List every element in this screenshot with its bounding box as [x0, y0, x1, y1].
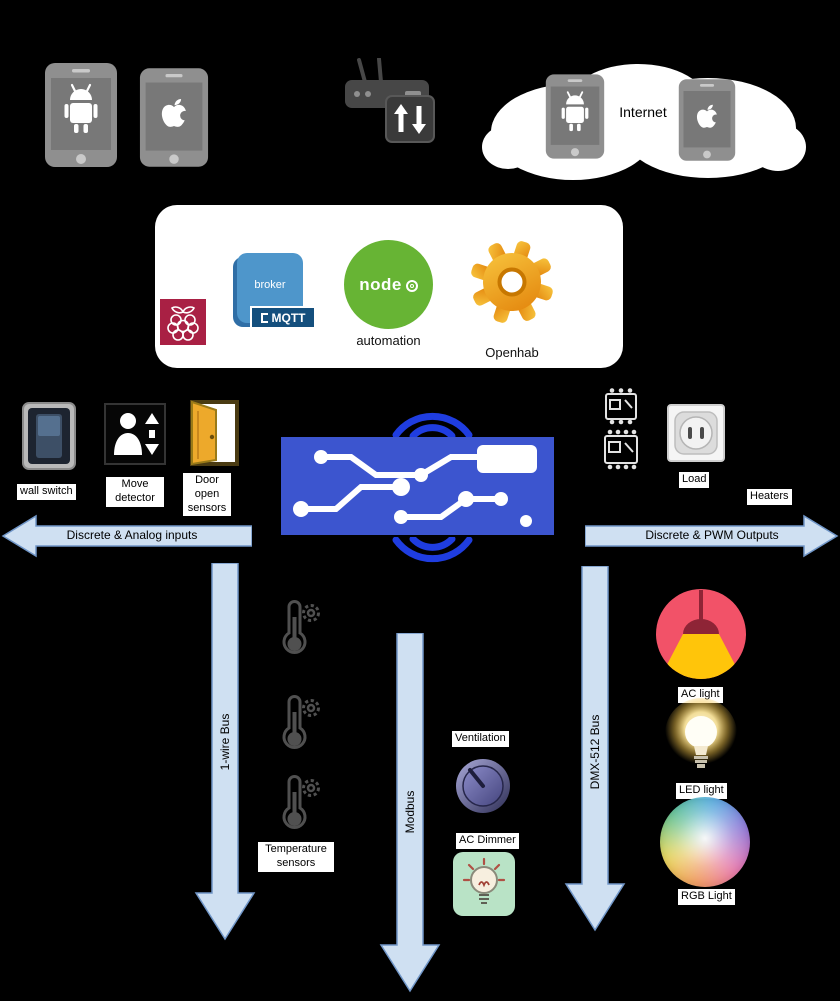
mqtt-banner: MQTT [250, 306, 316, 329]
temperature-sensors-label: Temperature sensors [258, 842, 334, 872]
inputs-arrow [0, 513, 253, 559]
raspberry-pi-icon [160, 299, 206, 345]
door-sensor-icon [176, 399, 240, 467]
led-light-label: LED light [676, 783, 727, 799]
move-detector-icon [104, 403, 166, 465]
modbus-label: Modbus [403, 790, 417, 834]
temperature-sensor-icon [266, 772, 322, 836]
rgb-light-label: RGB Light [678, 889, 735, 905]
wall-switch-label: wall switch [17, 484, 76, 500]
door-sensor-label: Door open sensors [183, 473, 231, 517]
wall-switch-icon [22, 402, 76, 470]
dmx-bus-arrow [563, 565, 627, 932]
temperature-sensor-icon [266, 692, 322, 756]
inputs-arrow-label: Discrete & Analog inputs [66, 528, 198, 542]
din-relay-icon [599, 387, 643, 425]
ac-light-icon [655, 588, 747, 680]
wifi-router-icon [345, 58, 440, 143]
led-light-icon [664, 698, 738, 782]
mqtt-plug-icon [260, 312, 268, 323]
mqtt-broker-icon: broker MQTT [237, 253, 321, 333]
outputs-arrow [584, 513, 840, 559]
ventilation-label: Ventilation [452, 731, 509, 747]
din-contactor-icon [599, 428, 643, 470]
wifi-waves-top-icon [380, 398, 485, 438]
broker-label: broker [254, 279, 286, 291]
automation-label: automation [356, 333, 421, 348]
rgb-sheen [660, 797, 750, 887]
heaters-label: Heaters [747, 489, 792, 505]
outputs-arrow-label: Discrete & PWM Outputs [645, 528, 779, 542]
wifi-waves-bottom-icon [380, 537, 485, 577]
ac-light-label: AC light [678, 687, 723, 703]
gateway-services-panel: broker MQTT node automation Openhab [155, 205, 623, 368]
rgb-light-icon [660, 797, 750, 887]
load-label: Load [679, 472, 710, 488]
modbus-arrow [378, 632, 442, 993]
controller-pcb-icon [281, 437, 554, 535]
one-wire-bus-arrow [193, 562, 257, 941]
load-socket-icon [667, 404, 725, 462]
node-badge-icon [405, 279, 418, 292]
node-automation-icon: node [344, 240, 433, 329]
mqtt-label: MQTT [271, 310, 306, 325]
ac-dimmer-label: AC Dimmer [456, 833, 519, 849]
node-label: node [359, 274, 402, 294]
one-wire-bus-label: 1-wire Bus [218, 713, 232, 771]
cloud-iphone-icon [678, 74, 736, 166]
ventilation-knob-icon [454, 757, 512, 815]
internet-label: Internet [619, 104, 667, 120]
android-phone-icon [44, 62, 118, 168]
openhab-label: Openhab [485, 345, 539, 360]
internet-cloud: Internet [478, 52, 808, 187]
temperature-sensor-icon [266, 597, 322, 661]
move-detector-label: Move detector [106, 477, 164, 507]
openhab-gear-icon [468, 238, 556, 326]
iphone-icon [139, 67, 209, 168]
ac-dimmer-bulb-icon [453, 852, 515, 916]
dmx-bus-label: DMX-512 Bus [588, 714, 602, 790]
